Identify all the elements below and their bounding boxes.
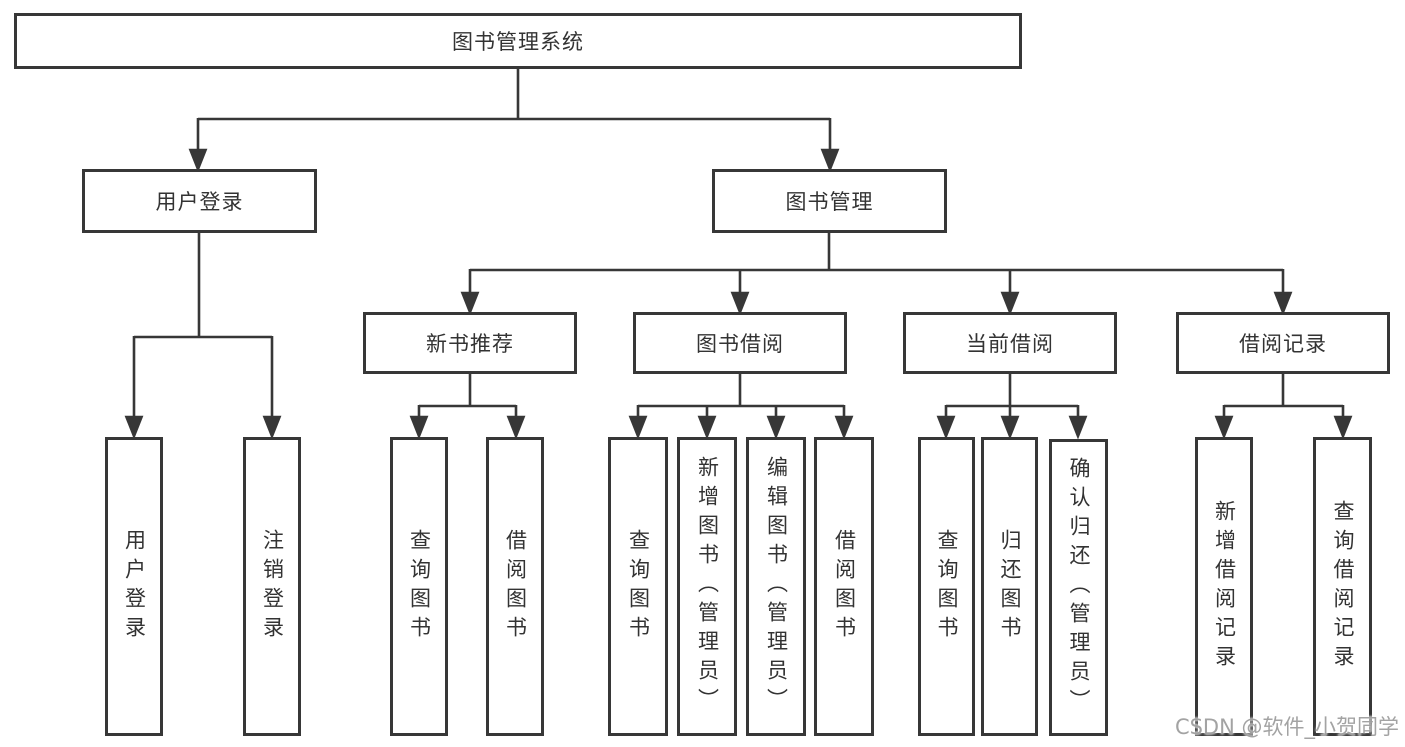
connector-book-mgmt-branch	[460, 233, 1293, 316]
arrowhead-icon	[1273, 291, 1293, 316]
node-leaf-bb-edit-label: 编辑图书（管理员）	[764, 456, 789, 717]
node-book-borrow: 图书借阅	[633, 312, 847, 374]
node-leaf-br-query: 查询借阅记录	[1313, 437, 1372, 736]
node-book-mgmt: 图书管理	[712, 169, 947, 233]
connector-borrow-record-branch	[1214, 374, 1353, 440]
connector-current-borrow-branch	[936, 374, 1088, 440]
arrowhead-icon	[124, 415, 144, 440]
arrowhead-icon	[730, 291, 750, 316]
node-leaf-cb-confirm: 确认归还（管理员）	[1049, 439, 1108, 736]
arrowhead-icon	[1000, 415, 1020, 440]
node-leaf-br-add: 新增借阅记录	[1195, 437, 1253, 736]
node-leaf-bb-add: 新增图书（管理员）	[677, 437, 737, 736]
connector-user-login-branch	[124, 233, 282, 440]
node-borrow-record-label: 借阅记录	[1239, 332, 1327, 356]
node-leaf-bb-edit: 编辑图书（管理员）	[746, 437, 806, 736]
node-leaf-logout-label: 注销登录	[260, 528, 285, 645]
node-user-login: 用户登录	[82, 169, 317, 233]
node-leaf-bb-query: 查询图书	[608, 437, 668, 736]
arrowhead-icon	[460, 291, 480, 316]
arrowhead-icon	[766, 415, 786, 440]
node-leaf-cb-return-label: 归还图书	[998, 528, 1022, 645]
arrowhead-icon	[628, 415, 648, 440]
arrowhead-icon	[262, 415, 282, 440]
arrowhead-icon	[834, 415, 854, 440]
connector-new-book-rec-branch	[409, 374, 526, 440]
node-leaf-cb-query: 查询图书	[918, 437, 975, 736]
node-current-borrow-label: 当前借阅	[966, 332, 1054, 356]
arrowhead-icon	[820, 148, 840, 173]
arrowhead-icon	[1068, 415, 1088, 440]
arrowhead-icon	[936, 415, 956, 440]
arrowhead-icon	[409, 415, 429, 440]
connector-root-to-level2	[188, 68, 840, 173]
node-leaf-br-add-label: 新增借阅记录	[1212, 499, 1237, 674]
node-new-book-rec: 新书推荐	[363, 312, 577, 374]
node-leaf-bb-borrow-label: 借阅图书	[832, 528, 857, 645]
node-user-login-label: 用户登录	[155, 190, 244, 214]
arrowhead-icon	[506, 415, 526, 440]
arrowhead-icon	[697, 415, 717, 440]
node-root-label: 图书管理系统	[452, 30, 584, 54]
node-leaf-cb-confirm-label: 确认归还（管理员）	[1067, 457, 1091, 718]
node-leaf-cb-return: 归还图书	[981, 437, 1038, 736]
node-leaf-user-login-label: 用户登录	[122, 528, 147, 645]
node-leaf-nbr-query: 查询图书	[390, 437, 448, 736]
node-root: 图书管理系统	[14, 13, 1022, 69]
node-leaf-bb-add-label: 新增图书（管理员）	[695, 456, 720, 717]
node-leaf-bb-query-label: 查询图书	[626, 528, 651, 645]
node-leaf-bb-borrow: 借阅图书	[814, 437, 874, 736]
node-leaf-user-login: 用户登录	[105, 437, 163, 736]
connector-book-borrow-branch	[628, 374, 854, 440]
csdn-watermark: CSDN @软件_小贺同学	[1174, 715, 1399, 739]
node-leaf-br-query-label: 查询借阅记录	[1331, 499, 1355, 674]
arrowhead-icon	[188, 148, 208, 173]
node-borrow-record: 借阅记录	[1176, 312, 1390, 374]
arrowhead-icon	[1214, 415, 1234, 440]
node-leaf-cb-query-label: 查询图书	[935, 528, 959, 645]
arrowhead-icon	[1000, 291, 1020, 316]
node-leaf-nbr-borrow: 借阅图书	[486, 437, 544, 736]
arrowhead-icon	[1333, 415, 1353, 440]
node-book-borrow-label: 图书借阅	[696, 332, 784, 356]
node-book-mgmt-label: 图书管理	[785, 190, 874, 214]
node-new-book-rec-label: 新书推荐	[426, 332, 514, 356]
node-leaf-nbr-borrow-label: 借阅图书	[503, 528, 528, 645]
node-leaf-logout: 注销登录	[243, 437, 301, 736]
node-current-borrow: 当前借阅	[903, 312, 1117, 374]
node-leaf-nbr-query-label: 查询图书	[407, 528, 432, 645]
